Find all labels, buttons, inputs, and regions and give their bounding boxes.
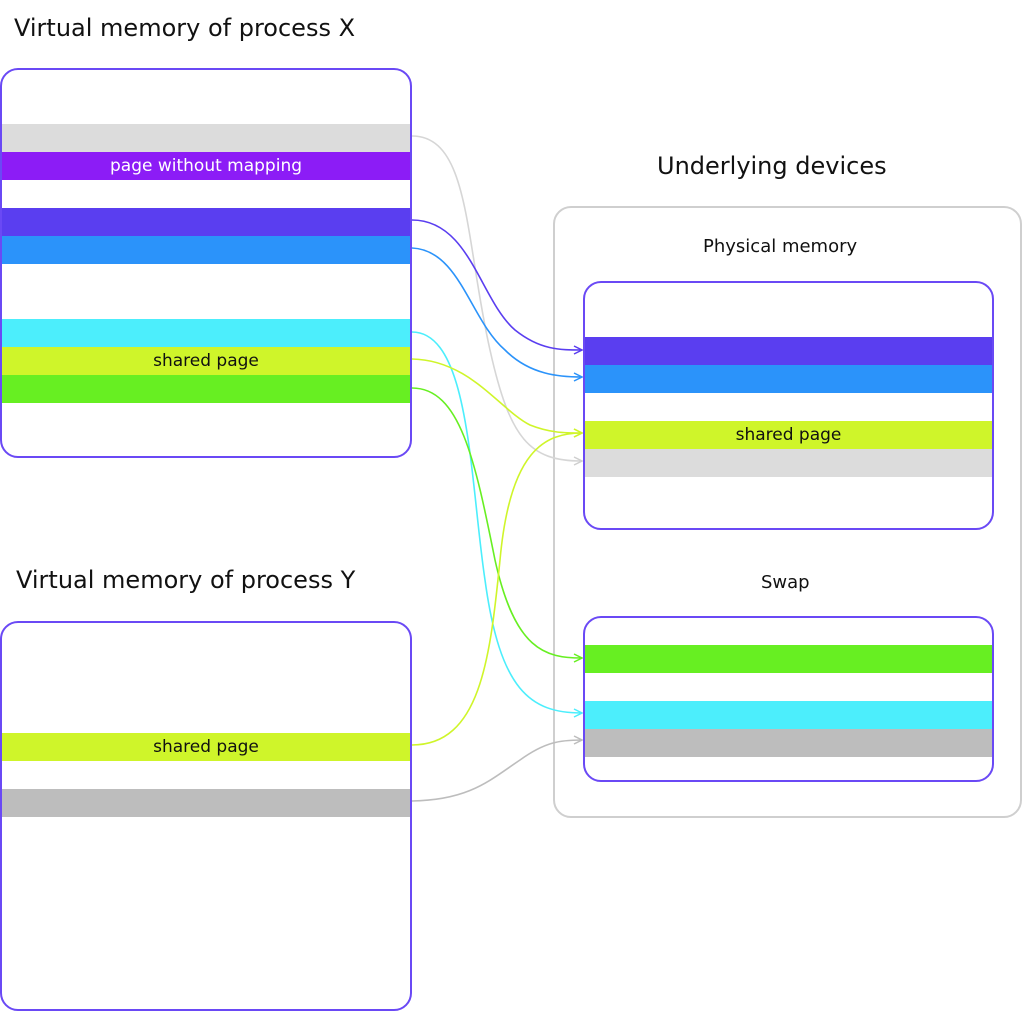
swap-band-cyan [585,701,992,729]
devices-container [553,206,1022,818]
physical-memory-box: shared page [583,281,994,530]
devices-title: Underlying devices [657,152,887,180]
px-band-green [2,375,410,403]
arrow-x-blue-to-physical [411,247,582,377]
arrow-x-gray-to-physical [411,135,582,461]
px-band-blue [2,236,410,264]
px-band-swapped-gray [2,124,410,152]
pm-band-shared-page: shared page [585,421,992,449]
process-x-title: Virtual memory of process X [14,14,356,42]
px-band-shared-page: shared page [2,347,410,375]
px-band-cyan [2,319,410,347]
swap-box [583,616,994,782]
px-band-label: shared page [153,351,259,371]
arrow-y-gray-to-swap [411,740,582,802]
px-band-indigo [2,208,410,236]
arrow-x-indigo-to-physical [411,219,582,350]
py-band-label: shared page [153,737,259,757]
process-x-memory-box: page without mapping shared page [0,68,412,458]
pm-band-indigo [585,337,992,365]
pm-band-blue [585,365,992,393]
py-band-gray [2,789,410,817]
pm-band-label: shared page [735,425,842,445]
physical-memory-title: Physical memory [703,236,858,257]
swap-band-gray [585,729,992,757]
process-y-title: Virtual memory of process Y [16,566,356,594]
px-band-page-without-mapping: page without mapping [2,152,410,180]
px-band-label: page without mapping [109,156,303,176]
py-band-shared-page: shared page [2,733,410,761]
arrow-x-green-to-swap [411,387,582,658]
swap-title: Swap [761,572,810,593]
swap-band-green [585,645,992,673]
arrow-x-cyan-to-swap [411,331,582,713]
process-y-memory-box: shared page [0,621,412,1011]
arrow-y-shared-to-physical [411,433,582,746]
pm-band-gray [585,449,992,477]
arrow-x-shared-to-physical [411,358,582,433]
